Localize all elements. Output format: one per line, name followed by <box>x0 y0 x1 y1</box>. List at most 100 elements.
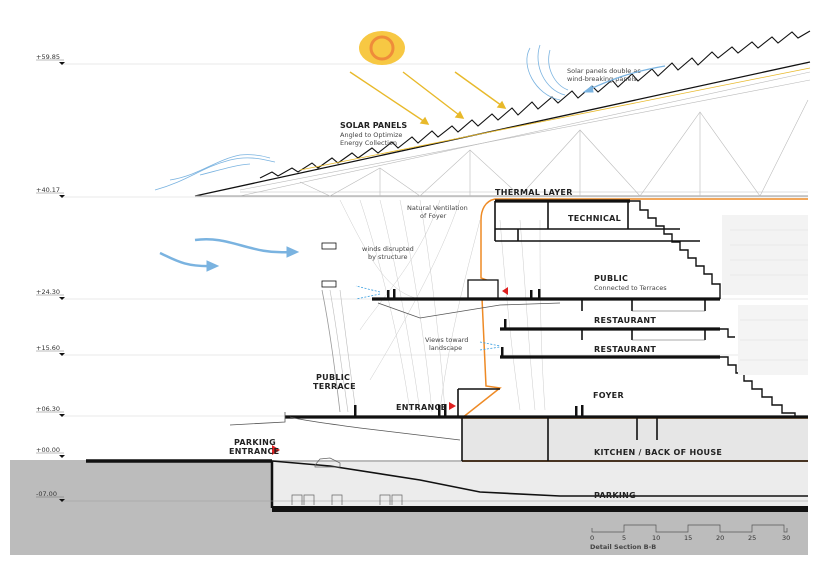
car-icon <box>291 494 403 505</box>
sun-ray <box>454 71 506 109</box>
foyer-label: FOYER <box>593 391 624 400</box>
wind-curve <box>526 47 561 101</box>
person-icon <box>538 289 541 299</box>
solar-panels-heading: SOLAR PANELS <box>340 121 407 130</box>
winds-note: by structure <box>368 253 408 261</box>
level-label: +24.30 <box>36 288 60 296</box>
views-note: landscape <box>429 344 462 352</box>
thermal-layer <box>459 198 808 419</box>
parking-void <box>272 462 808 510</box>
entrance-arrow-icon <box>449 402 456 410</box>
wind-arrows <box>154 44 666 272</box>
wind-curve <box>154 157 276 191</box>
wind-curve <box>548 49 569 91</box>
basement-slab <box>272 506 808 512</box>
kitchen-label: KITCHEN / BACK OF HOUSE <box>594 448 722 457</box>
views-note: Views toward <box>425 336 468 344</box>
public-arrow-icon <box>502 287 508 295</box>
wind-arrow <box>587 65 666 91</box>
sun-icon <box>359 31 405 65</box>
public-terrace-label: PUBLIC <box>316 373 350 382</box>
people <box>354 289 584 416</box>
person-icon <box>530 290 533 299</box>
ventilation-note: Natural Ventilation <box>407 204 468 212</box>
level-marker: +40.17 <box>36 186 65 198</box>
level-marker: +15.60 <box>36 344 65 356</box>
arrowhead <box>496 100 507 109</box>
arrowhead <box>206 260 220 272</box>
thermal-layer-label: THERMAL LAYER <box>495 188 573 197</box>
person-icon <box>444 404 447 416</box>
solar-panels <box>259 30 811 179</box>
facade-window <box>321 242 337 250</box>
parking-label: PARKING <box>594 491 636 500</box>
parking-entrance-arrow-icon <box>272 445 280 455</box>
scale-tick-label: 20 <box>716 534 724 542</box>
wind-note: wind-breaking panels <box>567 75 637 83</box>
public-sub-label: Connected to Terraces <box>594 284 667 292</box>
ventilation-note: of Foyer <box>420 212 447 220</box>
arrowhead <box>286 246 300 258</box>
parking-entrance-label: ENTRANCE <box>229 447 279 456</box>
scale-tick-label: 0 <box>590 534 594 542</box>
technical-label: TECHNICAL <box>568 214 621 223</box>
level-marker: +59.85 <box>36 53 65 65</box>
level-marker: +24.30 <box>36 288 65 300</box>
wind-arrow <box>159 251 214 268</box>
level-label: +06.30 <box>36 405 60 413</box>
level-label: +59.85 <box>36 53 60 61</box>
person-icon <box>504 319 507 329</box>
level-label: +40.17 <box>36 186 60 194</box>
level-label: -07.00 <box>36 490 57 498</box>
parking-entrance-label: PARKING <box>234 438 276 447</box>
level-marker: -07.00 <box>36 490 65 502</box>
scale-tick-label: 5 <box>622 534 626 542</box>
roof-truss <box>194 30 811 197</box>
facade-structure <box>321 199 546 413</box>
sun-rays <box>349 71 507 125</box>
person-icon <box>354 405 357 416</box>
scale-caption: Detail Section B-B <box>590 543 656 551</box>
car-icon <box>314 457 341 468</box>
arrowhead <box>582 85 594 93</box>
wind-note: Solar panels double as <box>567 67 641 75</box>
person-icon <box>575 406 578 416</box>
level-marker: +00.00 <box>36 446 65 458</box>
level-marker: +06.30 <box>36 405 65 417</box>
scale-tick-label: 30 <box>782 534 790 542</box>
stadium-seating <box>630 200 808 417</box>
building-floors <box>229 199 808 462</box>
parking-ramp <box>271 460 808 497</box>
public-terrace-label: TERRACE <box>313 382 356 391</box>
arrowhead <box>419 116 430 125</box>
sun-ray <box>349 71 429 125</box>
person-icon <box>581 405 584 416</box>
entrance-label: ENTRANCE <box>396 403 446 412</box>
kitchen-fill <box>462 418 808 462</box>
sun-ray <box>402 71 464 119</box>
level-label: +15.60 <box>36 344 60 352</box>
level-markers: +59.85 +40.17 +24.30 +15.60 +06.30 +00.0… <box>36 53 65 502</box>
solar-panels-note: Energy Collection <box>340 139 397 147</box>
arrowhead <box>454 110 465 119</box>
scale-tick-label: 15 <box>684 534 692 542</box>
solar-panels-note: Angled to Optimize <box>340 131 402 139</box>
wind-curve <box>169 154 271 181</box>
scale-tick-label: 10 <box>652 534 660 542</box>
person-icon <box>438 405 441 416</box>
person-icon <box>393 289 396 299</box>
person-icon <box>501 347 504 357</box>
view-arrows <box>355 285 501 351</box>
wind-arrow <box>194 237 291 254</box>
scale-tick-label: 25 <box>748 534 756 542</box>
restaurant-label: RESTAURANT <box>594 316 656 325</box>
wind-curve <box>199 163 251 176</box>
public-label: PUBLIC <box>594 274 628 283</box>
person-icon <box>387 290 390 299</box>
facade-window <box>321 280 337 288</box>
winds-note: winds disrupted <box>362 245 414 253</box>
scale-bar: 0 5 10 15 20 25 30 Detail Section B-B <box>590 524 790 551</box>
wind-curve <box>537 44 566 96</box>
restaurant-label: RESTAURANT <box>594 345 656 354</box>
